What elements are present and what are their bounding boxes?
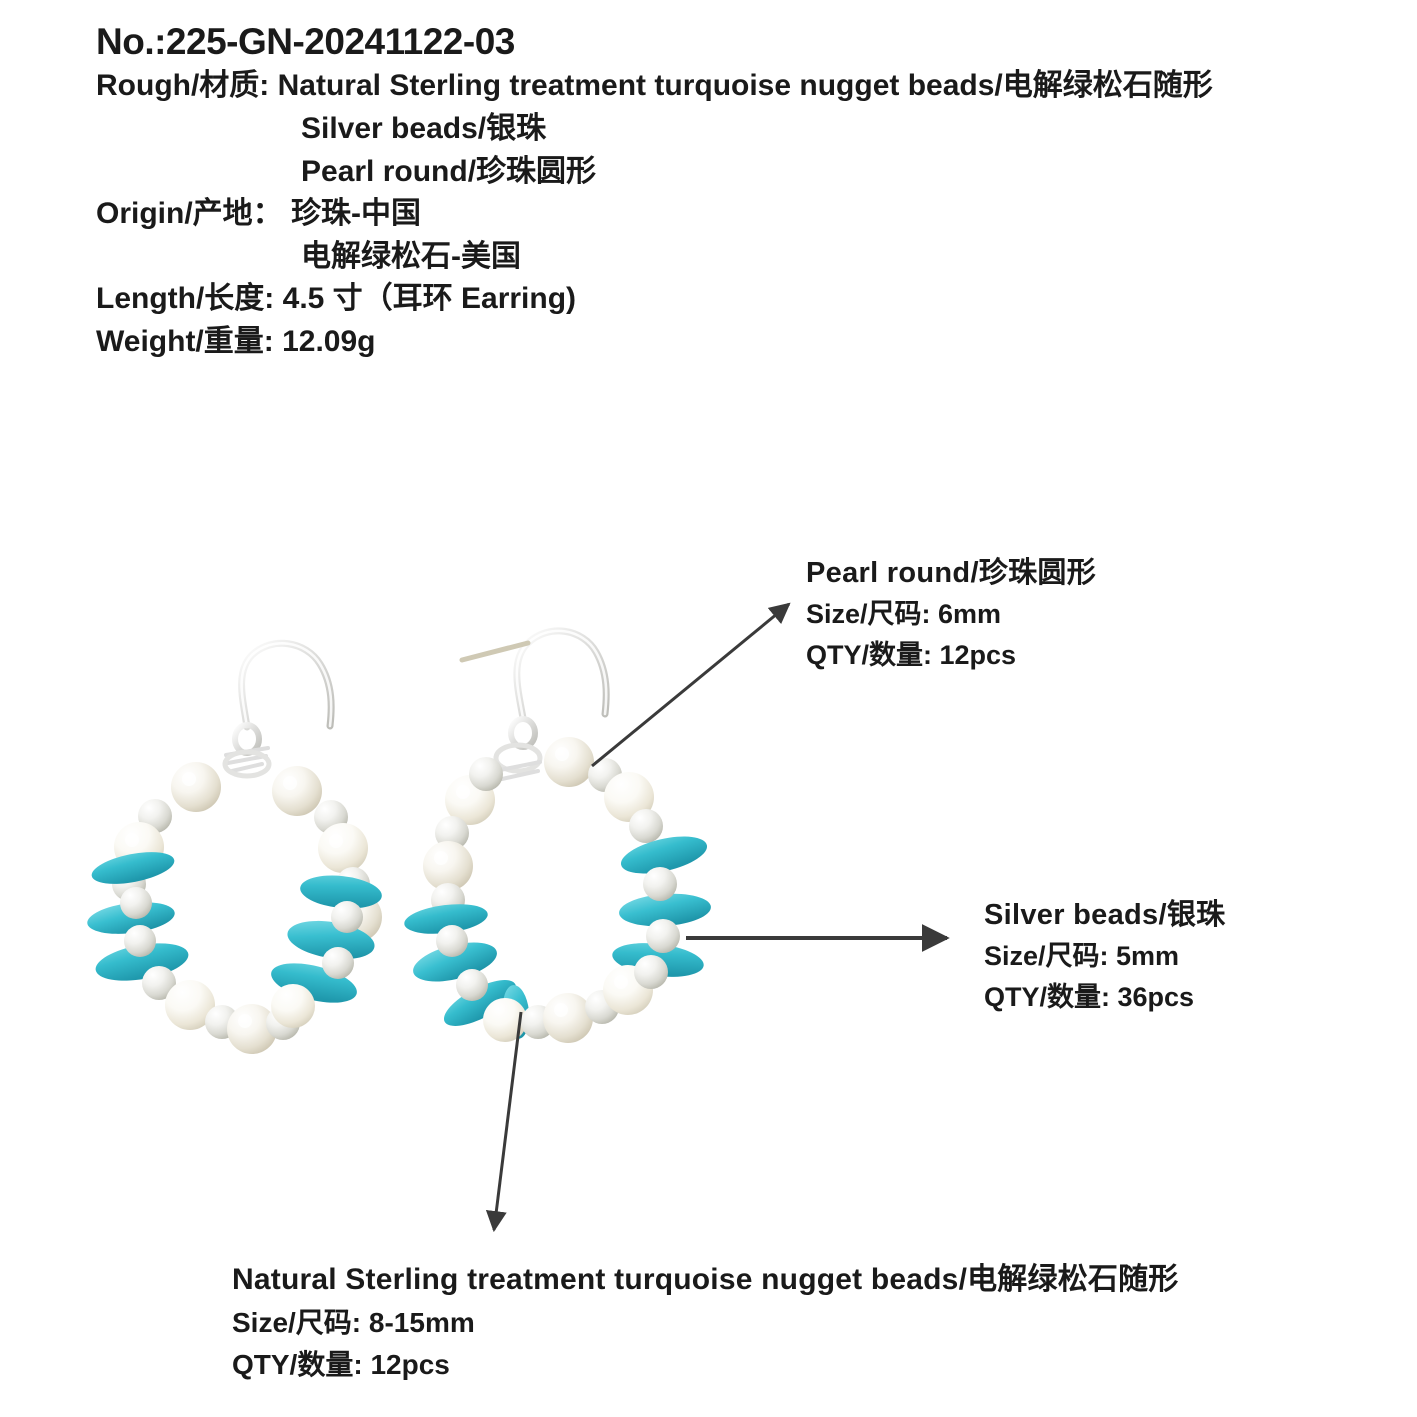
earring-left xyxy=(87,639,382,1054)
callout-turquoise-title: Natural Sterling treatment turquoise nug… xyxy=(232,1263,1179,1296)
weight-row: Weight/重量: 12.09g xyxy=(96,324,376,358)
rough-material-3: Pearl round/珍珠圆形 xyxy=(301,154,597,188)
origin-label: Origin/产地： xyxy=(96,197,283,231)
callout-turquoise-size: Size/尺码: 8-15mm xyxy=(232,1306,475,1338)
rough-label: Rough/材质: xyxy=(96,69,270,103)
earring-right xyxy=(404,627,711,1043)
origin-row: Origin/产地： 珍珠-中国 xyxy=(96,193,1396,236)
leader-line-pearl xyxy=(591,602,791,768)
leader-line-turquoise xyxy=(485,1011,523,1233)
callout-turquoise-nugget: Natural Sterling treatment turquoise nug… xyxy=(232,1258,1179,1387)
length-row: Length/长度: 4.5 寸（耳环 Earring) xyxy=(96,282,577,316)
origin-value-2: 电解绿松石-美国 xyxy=(301,239,521,273)
callout-turquoise-qty: QTY/数量: 12pcs xyxy=(232,1349,450,1381)
rough-material-2: Silver beads/银珠 xyxy=(301,111,547,145)
callout-pearl-title: Pearl round/珍珠圆形 xyxy=(806,557,1096,589)
rough-row: Rough/材质: Natural Sterling treatment tur… xyxy=(96,65,1396,108)
rough-material-1: Natural Sterling treatment turquoise nug… xyxy=(277,69,1213,103)
product-number: No.:225-GN-20241122-03 xyxy=(96,21,515,62)
leader-arrows xyxy=(485,602,950,1233)
callout-silver-title: Silver beads/银珠 xyxy=(984,899,1226,931)
callout-pearl-round: Pearl round/珍珠圆形 Size/尺码: 6mm QTY/数量: 12… xyxy=(806,552,1096,676)
callout-silver-beads: Silver beads/银珠 Size/尺码: 5mm QTY/数量: 36p… xyxy=(984,894,1225,1018)
callout-pearl-size: Size/尺码: 6mm xyxy=(806,599,1002,630)
callout-silver-size: Size/尺码: 5mm xyxy=(984,941,1180,972)
callout-silver-qty: QTY/数量: 36pcs xyxy=(984,982,1195,1013)
specification-block: No.:225-GN-20241122-03 Rough/材质: Natural… xyxy=(96,18,1396,364)
callout-pearl-qty: QTY/数量: 12pcs xyxy=(806,640,1017,671)
origin-value-1: 珍珠-中国 xyxy=(291,197,422,231)
